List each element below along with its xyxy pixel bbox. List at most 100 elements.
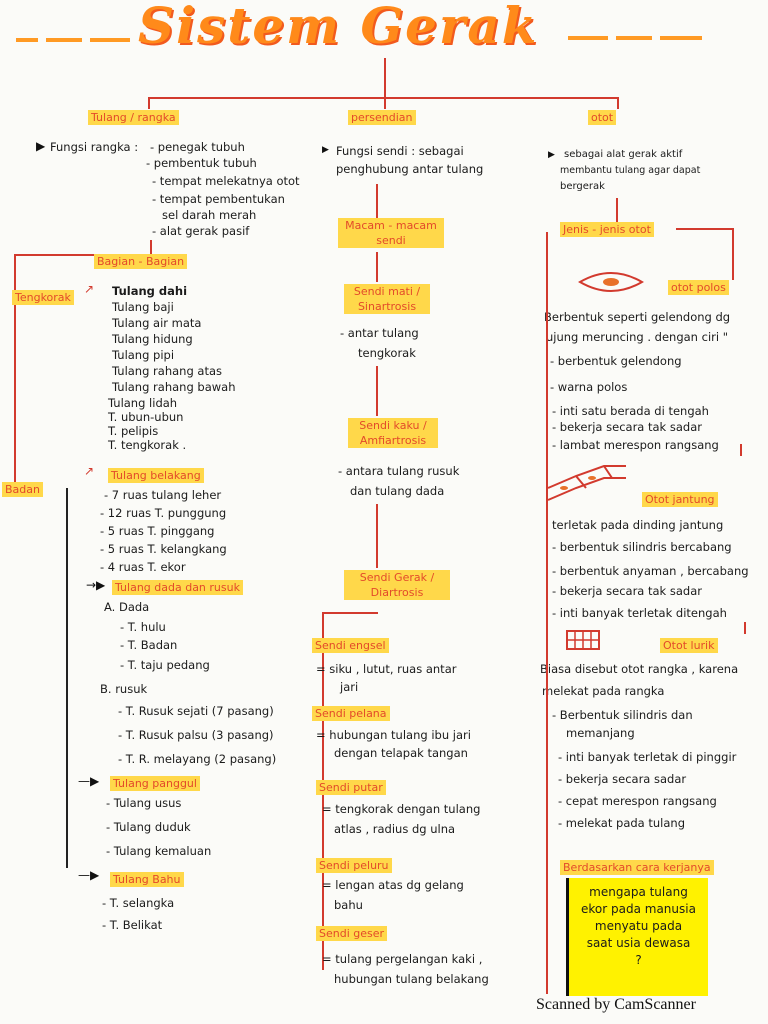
header-sendi-gerak: Sendi Gerak / Diartrosis	[344, 570, 450, 600]
note-line: mengapa tulang	[589, 885, 688, 899]
tengkorak-item: Tulang baji	[112, 300, 174, 314]
tengkorak-item: T. tengkorak .	[108, 438, 187, 452]
header-tulang-bahu: Tulang Bahu	[110, 872, 184, 887]
page-title: Sistem Gerak	[138, 0, 539, 55]
header-macam-sendi: Macam - macam sendi	[338, 218, 444, 248]
tengkorak-item: Tulang dahi	[112, 284, 188, 298]
header-sendi-pelana: Sendi pelana	[312, 706, 390, 721]
bullet-arrow-icon: ▶	[36, 139, 46, 153]
mid-spine-top	[322, 612, 378, 614]
rusuk-item: - T. Rusuk sejati (7 pasang)	[118, 704, 274, 718]
rusuk-label: B. rusuk	[100, 682, 148, 696]
sendi-kaku-item: dan tulang dada	[350, 484, 445, 498]
right-stem-1	[616, 198, 618, 222]
right-drop-jantung	[740, 444, 742, 456]
smooth-muscle-icon	[578, 272, 644, 292]
lurik-item: - melekat pada tulang	[558, 816, 685, 830]
jantung-item: - berbentuk anyaman , bercabang	[552, 564, 749, 578]
label-tengkorak: Tengkorak	[12, 290, 74, 305]
panggul-item: - Tulang kemaluan	[106, 844, 212, 858]
arrow-icon: ↗	[84, 282, 95, 296]
note-line: ekor pada manusia	[581, 902, 696, 916]
peluru-item: bahu	[334, 898, 363, 912]
belakang-item: - 7 ruas tulang leher	[104, 488, 222, 502]
left-spine	[14, 254, 16, 490]
belakang-item: - 5 ruas T. kelangkang	[100, 542, 227, 556]
label-badan: Badan	[2, 482, 43, 497]
lurik-item: - Berbentuk silindris dan	[552, 708, 693, 722]
header-sendi-engsel: Sendi engsel	[312, 638, 389, 653]
fungsi-rangka-item: - pembentuk tubuh	[146, 156, 257, 170]
tengkorak-item: T. ubun-ubun	[108, 410, 184, 424]
lurik-item: - inti banyak terletak di pinggir	[558, 750, 737, 764]
tengkorak-item: Tulang hidung	[112, 332, 193, 346]
jantung-item: - inti banyak terletak ditengah	[552, 606, 727, 620]
fungsi-rangka-item: sel darah merah	[162, 208, 257, 222]
title-dash-left-2	[46, 38, 82, 42]
header-tulang-belakang: Tulang belakang	[108, 468, 204, 483]
title-dash-right-2	[616, 36, 652, 40]
rusuk-item: - T. Rusuk palsu (3 pasang)	[118, 728, 274, 742]
lurik-item: memanjang	[566, 726, 635, 740]
right-spine	[546, 232, 548, 272]
jantung-item: - berbentuk silindris bercabang	[552, 540, 732, 554]
mid-stem-1	[376, 184, 378, 218]
skeletal-muscle-icon	[566, 630, 600, 650]
mid-stem-2	[376, 252, 378, 282]
geser-item: hubungan tulang belakang	[334, 972, 489, 986]
pelana-item: = hubungan tulang ibu jari	[316, 728, 471, 742]
dada-item: - T. Badan	[120, 638, 178, 652]
polos-item: Berbentuk seperti gelendong dg	[544, 310, 731, 324]
lurik-item: - cepat merespon rangsang	[558, 794, 717, 808]
polos-item: - inti satu berada di tengah	[552, 404, 709, 418]
fungsi-rangka-item: - tempat melekatnya otot	[152, 174, 300, 188]
engsel-item: jari	[340, 680, 359, 694]
title-dash-left-1	[16, 38, 38, 42]
question-sticky-note: mengapa tulang ekor pada manusia menyatu…	[566, 878, 708, 996]
mid-stem-3	[376, 366, 378, 416]
tengkorak-item: T. pelipis	[108, 424, 159, 438]
left-hline-bagian	[14, 254, 94, 256]
tengkorak-item: Tulang air mata	[112, 316, 202, 330]
tree-mid-drop	[384, 97, 386, 109]
polos-item: - lambat merespon rangsang	[552, 438, 719, 452]
polos-item: - berbentuk gelendong	[550, 354, 682, 368]
header-otot-polos: otot polos	[668, 280, 729, 295]
fungsi-sendi-line: Fungsi sendi : sebagai	[336, 144, 464, 158]
dada-item: - T. taju pedang	[120, 658, 210, 672]
title-dash-left-3	[90, 38, 130, 42]
tree-top-bar	[148, 97, 618, 99]
header-persendian: persendian	[348, 110, 416, 125]
header-tulang-panggul: Tulang panggul	[110, 776, 200, 791]
badan-branch-line	[66, 488, 68, 868]
sendi-mati-item: - antar tulang	[340, 326, 419, 340]
header-bagian-bagian: Bagian - Bagian	[94, 254, 188, 269]
title-dash-right-1	[568, 36, 608, 40]
mid-stem-4	[376, 504, 378, 568]
belakang-item: - 4 ruas T. ekor	[100, 560, 186, 574]
polos-item: ujung meruncing . dengan ciri "	[546, 330, 729, 344]
fungsi-rangka-item: - penegak tubuh	[150, 140, 245, 154]
polos-item: - bekerja secara tak sadar	[552, 420, 702, 434]
tree-right-drop	[617, 97, 619, 109]
lurik-item: Biasa disebut otot rangka , karena	[540, 662, 739, 676]
polos-item: - warna polos	[550, 380, 628, 394]
jantung-item: terletak pada dinding jantung	[552, 518, 724, 532]
panggul-item: - Tulang duduk	[106, 820, 191, 834]
scanner-footer: Scanned by CamScanner	[536, 996, 696, 1013]
fungsi-rangka-label: Fungsi rangka :	[50, 140, 139, 154]
right-hline-jenis	[676, 228, 732, 230]
arrow-icon: —▶	[78, 868, 100, 882]
header-otot: otot	[588, 110, 617, 125]
arrow-icon: →▶	[86, 578, 106, 592]
bahu-item: - T. Belikat	[102, 918, 163, 932]
right-drop-lurik	[744, 622, 746, 634]
belakang-item: - 5 ruas T. pinggang	[100, 524, 215, 538]
title-dash-right-3	[660, 36, 702, 40]
tengkorak-item: Tulang lidah	[108, 396, 178, 410]
arrow-icon: —▶	[78, 774, 100, 788]
note-line: saat usia dewasa	[586, 936, 691, 950]
left-vline-bagian	[150, 240, 152, 254]
header-otot-jantung: Otot jantung	[642, 492, 718, 507]
sendi-kaku-item: - antara tulang rusuk	[338, 464, 460, 478]
